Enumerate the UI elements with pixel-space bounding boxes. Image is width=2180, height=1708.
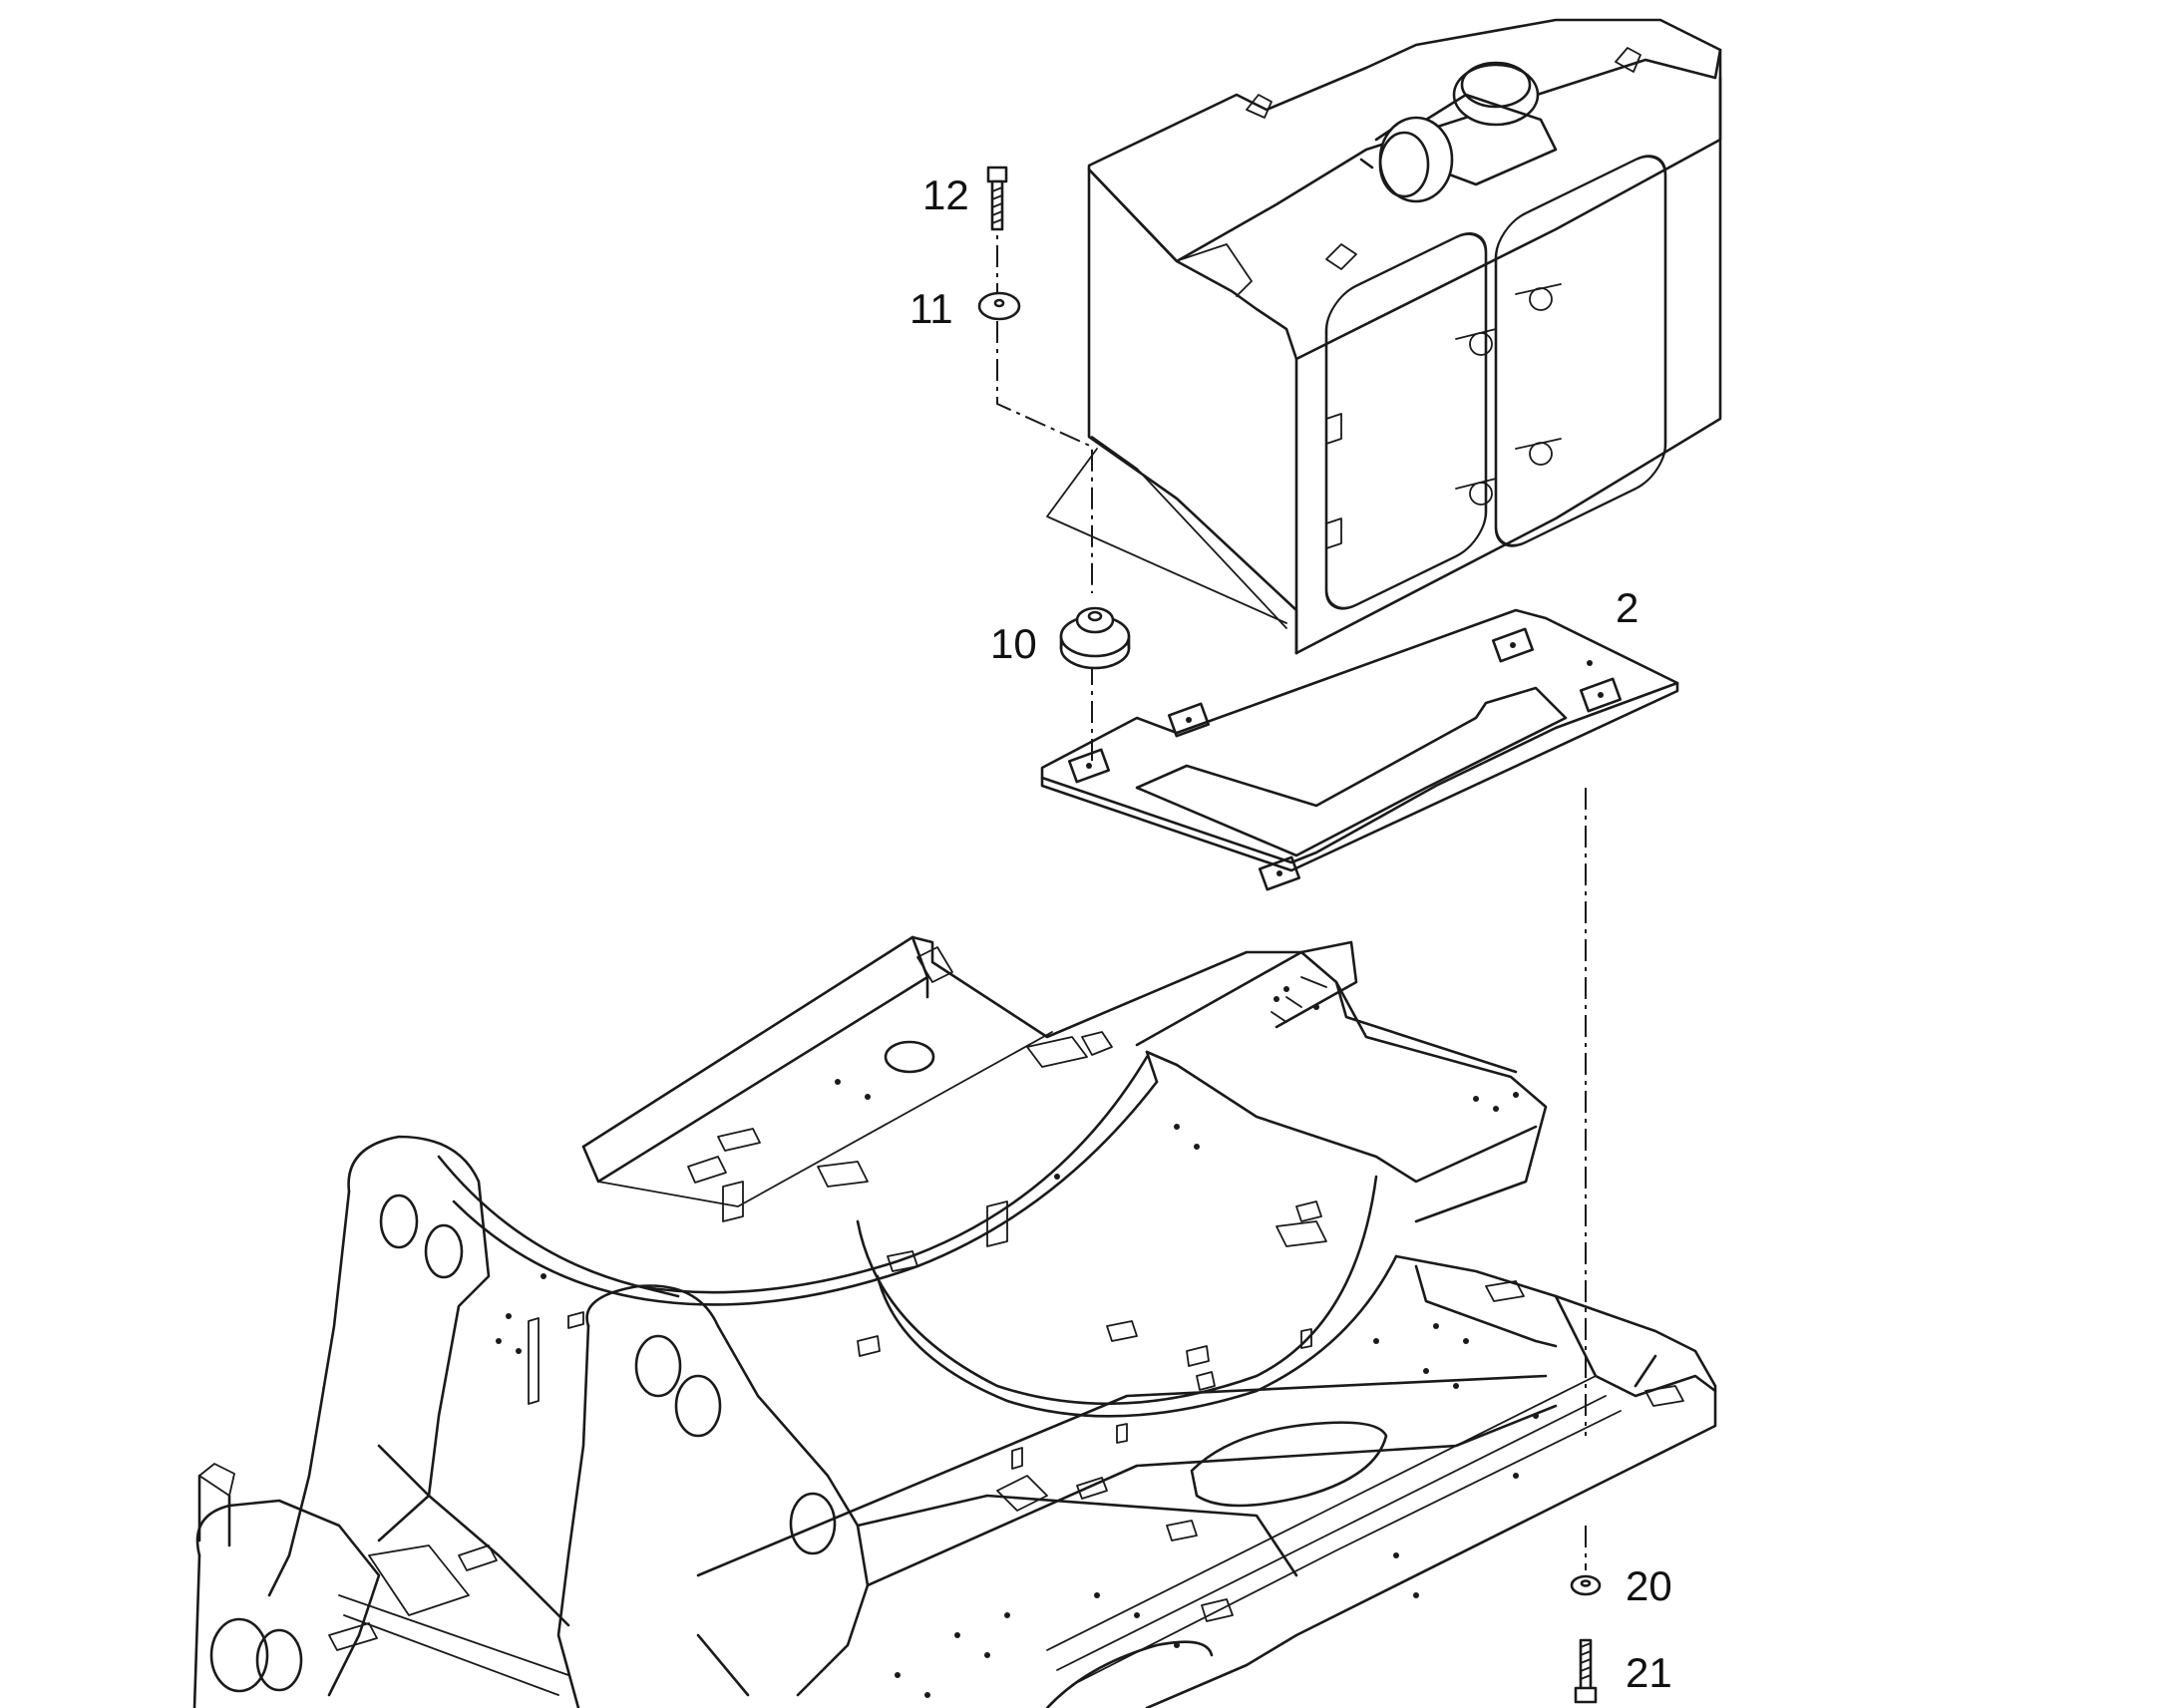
callout-11: 11 [909, 285, 953, 332]
alignment-lines [996, 207, 1587, 1570]
callout-2: 2 [1616, 584, 1638, 631]
washer-part-20 [1570, 1574, 1602, 1596]
callout-10: 10 [990, 620, 1037, 667]
frame-tabs [328, 946, 1684, 1651]
frame-holes [496, 986, 1539, 1698]
bolt-part-12 [986, 166, 1008, 231]
callout-20: 20 [1626, 1562, 1672, 1609]
hydraulic-tank [1046, 18, 1722, 655]
bolt-part-21 [1574, 1638, 1598, 1704]
callout-12: 12 [922, 171, 969, 218]
rubber-mount-part-10 [1059, 606, 1131, 670]
callout-21: 21 [1626, 1649, 1672, 1696]
filler-cap-icon [1359, 61, 1558, 203]
washer-part-11 [977, 291, 1021, 321]
mounting-plate [1040, 608, 1679, 891]
callout-labels: 12 11 10 2 20 21 [909, 171, 1672, 1696]
door-latch-icon [1325, 283, 1562, 549]
machine-frame [192, 935, 1717, 1708]
